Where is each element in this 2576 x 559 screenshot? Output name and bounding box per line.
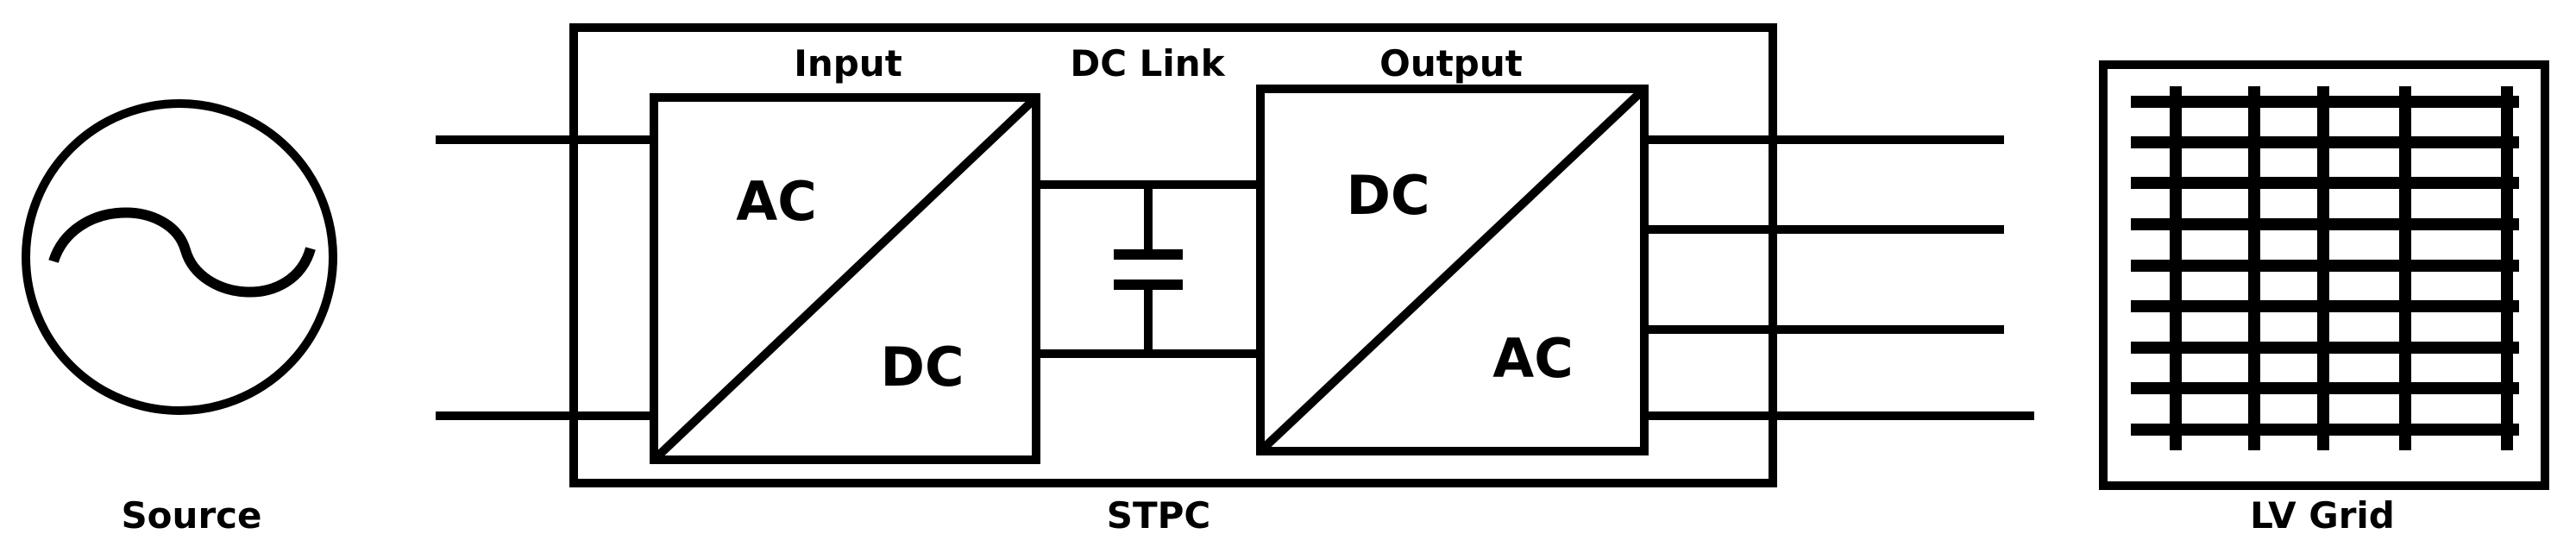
lv-grid-mesh-icon [2099, 60, 2549, 490]
sine-wave-icon [48, 207, 316, 298]
output-converter-box [1256, 85, 1649, 455]
stpc-enclosure [569, 23, 1777, 487]
output-converter-dc-label: DC [1347, 164, 1430, 227]
dc-link-label: DC Link [1070, 42, 1225, 85]
input-converter: AC DC [650, 93, 1040, 464]
input-converter-dc-label: DC [881, 336, 964, 399]
source-label: Source [121, 494, 261, 537]
output-converter: DC AC [1256, 85, 1649, 455]
input-converter-box [650, 93, 1040, 464]
output-wires [1644, 135, 2034, 420]
input-converter-diagonal [650, 94, 1040, 463]
output-converter-diagonal [1257, 85, 1648, 455]
stpc-label: STPC [1107, 494, 1211, 537]
output-converter-ac-label: AC [1492, 327, 1573, 390]
lv-grid-label: LV Grid [2250, 494, 2395, 537]
input-stage-label: Input [794, 42, 902, 85]
input-converter-ac-label: AC [736, 170, 816, 233]
dc-link [1036, 180, 1260, 358]
source-circle [22, 99, 337, 415]
lv-grid-frame [2099, 60, 2549, 490]
ac-source [22, 99, 337, 415]
input-wires [436, 135, 654, 420]
output-stage-label: Output [1379, 42, 1523, 85]
